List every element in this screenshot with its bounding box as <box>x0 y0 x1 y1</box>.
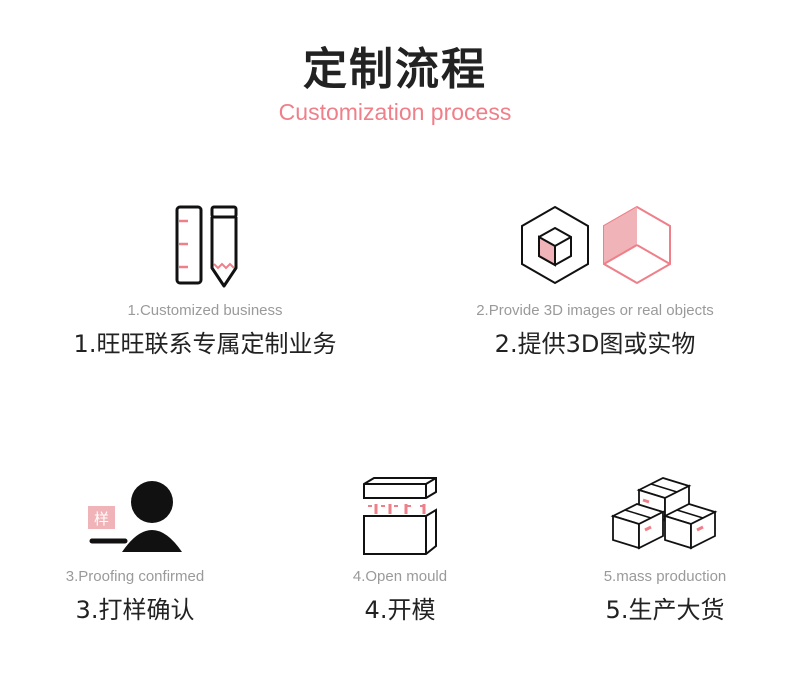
ruler-pencil-icon <box>175 205 238 288</box>
step-1-chinese: 1.旺旺联系专属定制业务 <box>73 330 337 358</box>
step-3: 样 3.Proofing confirmed 3.打样确认 <box>20 470 250 630</box>
3d-cube-icon <box>521 205 671 285</box>
step-1: 1.Customized business 1.旺旺联系专属定制业务 <box>40 200 370 360</box>
step-3-english: 3.Proofing confirmed <box>65 568 205 585</box>
page-title: 定制流程 <box>303 44 487 95</box>
open-box-icon <box>363 477 437 555</box>
step-3-chinese: 3.打样确认 <box>75 596 195 624</box>
step-4: 4.Open mould 4.开模 <box>300 470 500 630</box>
step-1-english: 1.Customized business <box>127 302 283 319</box>
page-subtitle: Customization process <box>278 99 512 125</box>
step-4-chinese: 4.开模 <box>364 596 436 624</box>
step-5-english: 5.mass production <box>603 568 727 585</box>
stacked-boxes-icon <box>610 477 718 550</box>
step-5-chinese: 5.生产大货 <box>605 596 725 624</box>
proofing-person-icon: 样 <box>88 481 182 552</box>
sample-tag-text: 样 <box>94 510 109 528</box>
step-2-english: 2.Provide 3D images or real objects <box>476 302 714 319</box>
step-2-chinese: 2.提供3D图或实物 <box>494 330 696 358</box>
step-5: 5.mass production 5.生产大货 <box>560 470 770 630</box>
step-4-english: 4.Open mould <box>352 568 448 585</box>
step-2: 2.Provide 3D images or real objects 2.提供… <box>430 200 760 360</box>
